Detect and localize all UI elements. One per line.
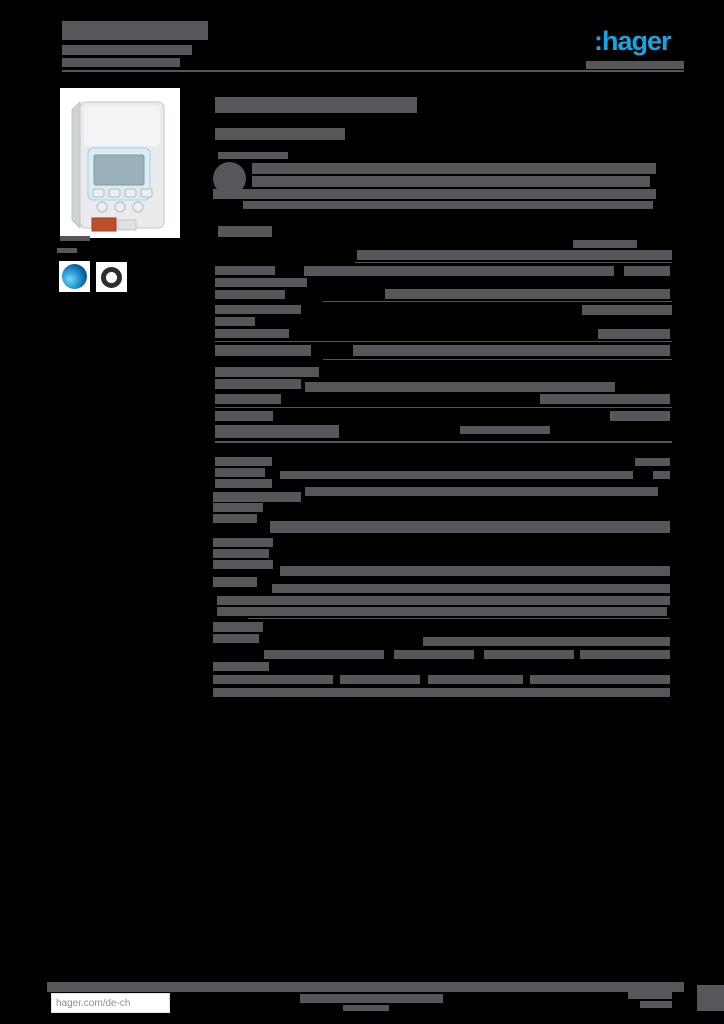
spec-table-bar	[217, 596, 670, 605]
spec-table-bar	[423, 637, 670, 646]
spec-table-bar	[264, 650, 384, 659]
footer-bar	[697, 985, 724, 1011]
spec-table-bar	[215, 379, 301, 389]
spec-table-bar	[540, 394, 670, 404]
spec-table-bar	[484, 650, 574, 659]
spec-table-separator	[323, 359, 672, 360]
spec-table-bar	[270, 521, 670, 533]
spec-table-separator	[215, 341, 672, 342]
spec-table-bar	[213, 503, 263, 512]
spec-table-bar	[394, 650, 474, 659]
spec-table-bar	[213, 538, 273, 547]
content-text-bar	[243, 201, 653, 209]
spec-table-bar	[213, 688, 670, 697]
content-text-bar	[215, 97, 417, 113]
timer-device-illustration	[71, 100, 165, 232]
spec-table-bar	[215, 266, 275, 275]
spec-table-separator	[215, 441, 672, 443]
content-text-bar	[215, 128, 345, 140]
spec-table-bar	[304, 266, 614, 276]
spec-table-bar	[340, 675, 420, 684]
header-title-bar	[586, 61, 684, 69]
spec-table-bar	[635, 458, 670, 466]
paragraph-badge	[213, 162, 246, 195]
content-text-bar	[252, 176, 650, 187]
hager-logo: :hager	[594, 26, 672, 56]
spec-table-bar	[357, 250, 672, 260]
spec-table-bar	[213, 577, 257, 587]
spec-table-bar	[213, 662, 269, 671]
footer-bar	[640, 1001, 672, 1008]
ring-icon	[101, 267, 122, 288]
spec-table-bar	[213, 492, 301, 502]
header-title-bar	[62, 21, 208, 40]
footer-bar	[300, 994, 443, 1003]
spec-table-bar	[213, 514, 257, 523]
spec-table-bar	[305, 487, 658, 496]
spec-table-bar	[215, 457, 272, 466]
spec-table-bar	[305, 382, 615, 392]
spec-table-bar	[582, 305, 672, 315]
footer-bar	[343, 1005, 389, 1011]
spec-table-bar	[624, 266, 670, 276]
header-rule	[62, 70, 684, 72]
footer-link-box[interactable]: hager.com/de-ch	[51, 993, 170, 1013]
header-title-bar	[62, 58, 180, 67]
spec-table-bar	[215, 479, 272, 488]
spec-table-bar	[215, 317, 255, 326]
spec-table-bar	[580, 650, 670, 659]
spec-table-bar	[213, 560, 273, 569]
spec-table-separator	[215, 407, 672, 408]
footer-bar	[628, 992, 672, 999]
spec-table-bar	[215, 468, 265, 477]
spec-table-separator	[323, 301, 672, 302]
spec-table-bar	[610, 411, 670, 421]
spec-table-bar	[213, 675, 333, 684]
spec-table-bar	[573, 240, 637, 248]
spec-table-bar	[217, 607, 667, 616]
spec-table-bar	[215, 290, 285, 299]
sphere-icon	[62, 264, 87, 289]
spec-table-bar	[280, 471, 633, 479]
spec-table-bar	[460, 426, 550, 434]
content-text-bar	[218, 226, 272, 237]
spec-table-bar	[213, 549, 269, 558]
spec-table-bar	[213, 634, 259, 643]
spec-table-bar	[215, 394, 281, 404]
photo-caption-bar	[60, 236, 90, 241]
spec-table-bar	[215, 411, 273, 421]
spec-table-separator	[248, 618, 670, 619]
spec-table-bar	[653, 471, 670, 479]
content-text-bar	[213, 189, 656, 199]
dark-ring-thumbnail	[96, 262, 127, 292]
header-title-bar	[62, 45, 192, 55]
spec-table-bar	[280, 566, 670, 576]
spec-table-bar	[213, 622, 263, 632]
spec-table-separator	[355, 262, 672, 263]
spec-table-bar	[272, 584, 670, 593]
blue-sphere-thumbnail	[59, 261, 90, 292]
footer-link-text[interactable]: hager.com/de-ch	[56, 998, 131, 1009]
spec-table-bar	[215, 345, 311, 356]
content-text-bar	[218, 152, 288, 159]
spec-table-bar	[215, 367, 319, 377]
spec-table-bar	[215, 425, 339, 438]
spec-table-bar	[215, 329, 289, 338]
spec-table-bar	[598, 329, 670, 339]
photo-caption-bar	[57, 248, 77, 253]
product-photo	[60, 88, 180, 238]
spec-table-bar	[215, 305, 301, 314]
footer-bar	[47, 982, 684, 992]
spec-table-bar	[353, 345, 670, 356]
spec-table-bar	[428, 675, 523, 684]
spec-table-bar	[215, 278, 307, 287]
spec-table-bar	[385, 289, 670, 299]
content-text-bar	[252, 163, 656, 174]
spec-table-bar	[530, 675, 670, 684]
